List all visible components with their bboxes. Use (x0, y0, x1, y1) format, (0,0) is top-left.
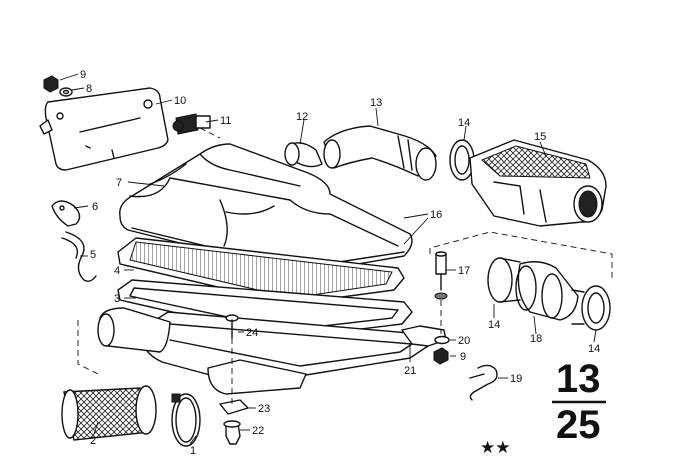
callout-19: 19 (510, 373, 522, 385)
air-flow-meter (469, 139, 607, 227)
callout-labels: 9 8 10 11 12 13 14 15 7 6 16 5 4 17 3 14… (80, 69, 600, 457)
callout-1: 1 (190, 445, 196, 457)
filter-element (117, 237, 405, 305)
hose-clamp (171, 393, 201, 447)
grommet-20 (434, 335, 450, 345)
grommet-22 (223, 420, 241, 445)
callout-21: 21 (404, 365, 416, 377)
callout-15: 15 (534, 131, 546, 143)
callout-8: 8 (86, 83, 92, 95)
callout-24: 24 (246, 327, 258, 339)
callout-23: 23 (258, 403, 270, 415)
washer-8 (59, 87, 73, 97)
callout-4: 4 (114, 265, 120, 277)
gasket (117, 279, 413, 339)
leader-lines (59, 73, 597, 445)
nut-9 (43, 75, 59, 93)
rating-stars: ★★ (480, 438, 510, 458)
boot-14-lower (487, 257, 521, 303)
page-code-bottom: 25 (556, 403, 601, 447)
callout-9-lower: 9 (460, 351, 466, 363)
stud-17 (434, 251, 448, 300)
callout-3: 3 (114, 293, 120, 305)
nut-9-lower (433, 347, 449, 365)
callout-14-right: 14 (588, 343, 600, 355)
boot-14-right (571, 285, 611, 331)
callout-10: 10 (174, 95, 186, 107)
intake-funnel (97, 307, 171, 353)
sensor-11 (172, 113, 211, 135)
intake-pipe (61, 385, 157, 441)
callout-16: 16 (430, 209, 442, 221)
mounting-bracket (39, 87, 169, 171)
spring-clip-19 (469, 364, 498, 401)
callout-6: 6 (92, 201, 98, 213)
boot-12 (284, 142, 323, 168)
callout-2: 2 (90, 435, 96, 447)
boot-14-top (449, 139, 475, 181)
callout-11: 11 (220, 115, 231, 127)
clip (51, 200, 81, 227)
lower-housing (139, 311, 447, 395)
callout-9-top: 9 (80, 69, 86, 81)
callout-22: 22 (252, 425, 264, 437)
assembly-lines (77, 127, 613, 404)
callout-12: 12 (296, 111, 308, 123)
washer-23 (219, 399, 249, 415)
adapter-18 (515, 261, 579, 321)
callout-14-lower: 14 (488, 319, 500, 331)
bolt-24 (225, 314, 239, 339)
page-code: 13 25 (552, 357, 606, 447)
page-code-top: 13 (556, 357, 601, 401)
spring-clip (61, 231, 97, 283)
callout-5: 5 (90, 249, 96, 261)
callout-17: 17 (458, 265, 470, 277)
intake-hose-13 (323, 125, 437, 181)
callout-13: 13 (370, 97, 382, 109)
callout-18: 18 (530, 333, 542, 345)
callout-7: 7 (116, 177, 122, 189)
callout-14-top: 14 (458, 117, 470, 129)
callout-20: 20 (458, 335, 470, 347)
